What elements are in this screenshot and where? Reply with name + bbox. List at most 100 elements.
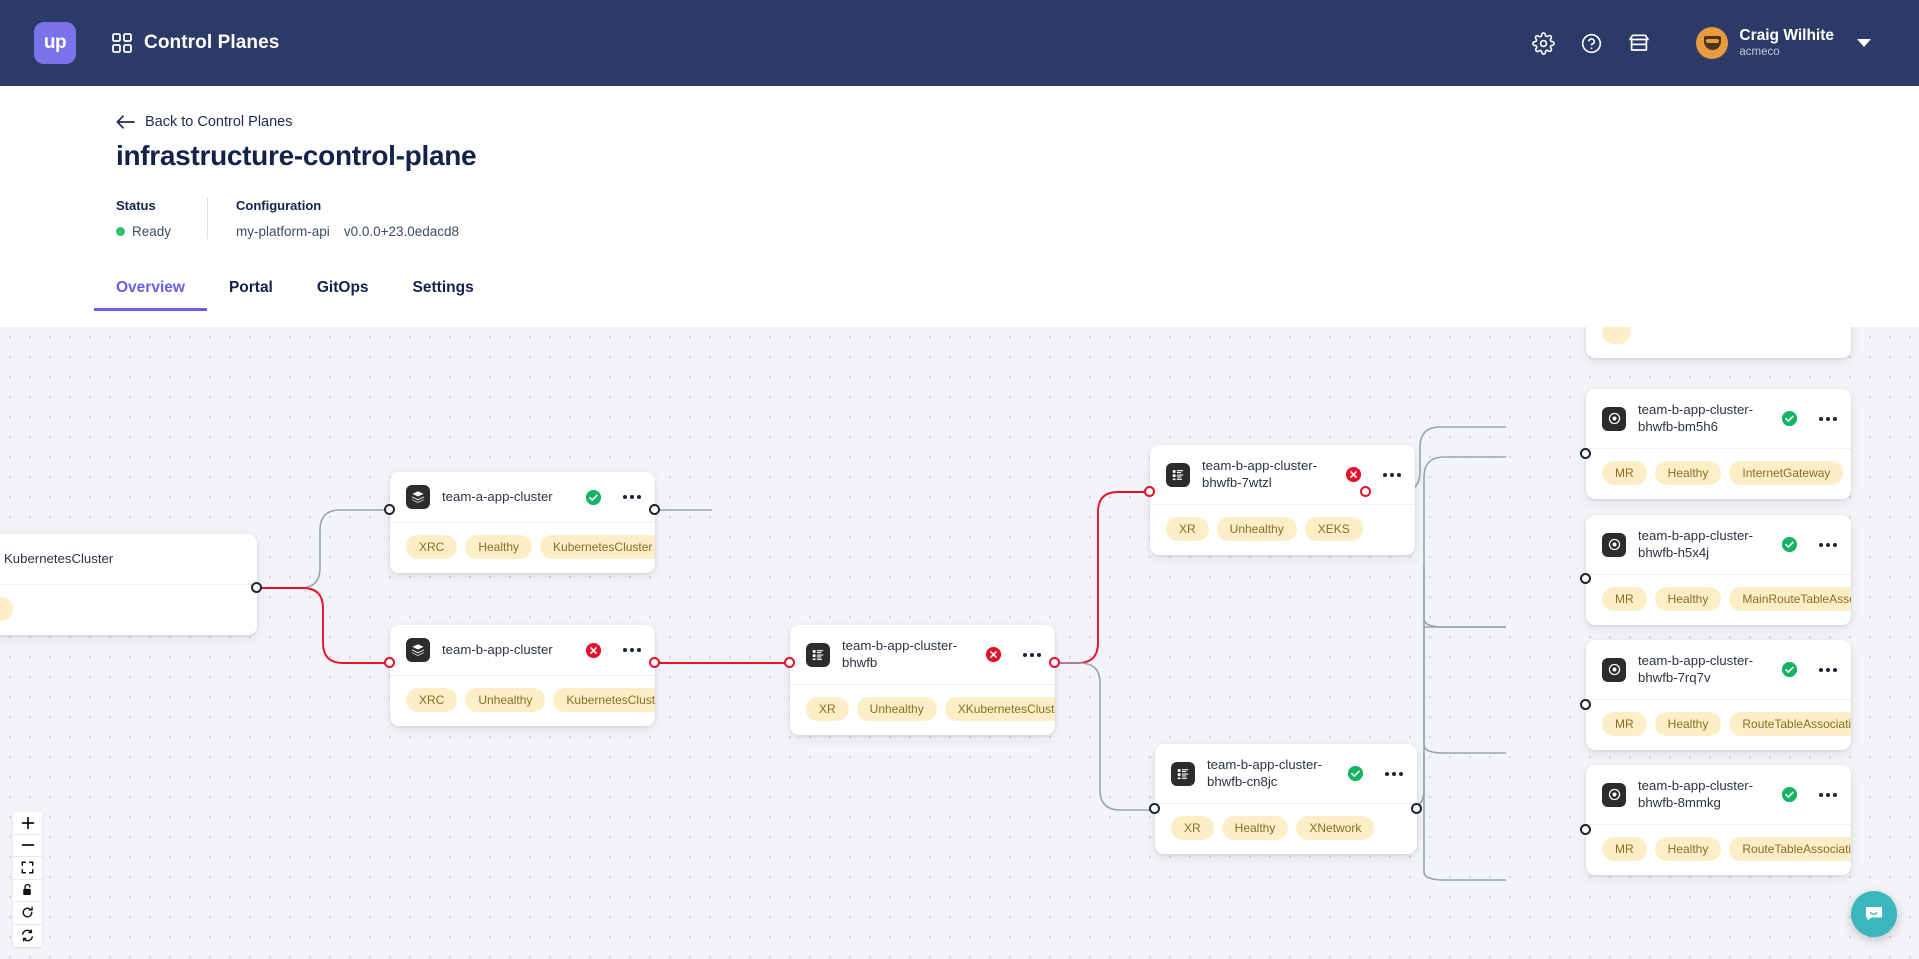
port-team-a-in[interactable] [384, 504, 395, 515]
port-team-a-out[interactable] [649, 504, 660, 515]
node-chip: MR [1602, 587, 1647, 611]
chat-bubble-icon[interactable] [1851, 891, 1897, 937]
node-kubernetescluster[interactable]: KubernetesCluster API [0, 534, 257, 635]
edge-cn8jc-to-7rq7v [1423, 627, 1506, 754]
node-title: team-b-app-cluster-bhwfb-8mmkg [1638, 778, 1754, 810]
node-title: team-b-app-cluster-bhwfb-h5x4j [1638, 528, 1754, 560]
tab-gitops[interactable]: GitOps [316, 279, 369, 296]
node-chip: XNetwork [1296, 816, 1375, 840]
node-team-b-app-cluster-bhwfb-h5x4j[interactable]: team-b-app-cluster-bhwfb-h5x4j MR Health… [1586, 515, 1851, 625]
managed-resource-icon [1602, 657, 1626, 682]
status-healthy-icon [1781, 661, 1798, 678]
port-bhwfb-out[interactable] [1049, 657, 1060, 668]
node-options-menu[interactable] [1384, 768, 1404, 780]
port-kubernetescluster-out[interactable] [251, 582, 262, 593]
port-7wtzl-in[interactable] [1144, 486, 1155, 497]
port-team-b-out[interactable] [649, 657, 660, 668]
node-title: team-b-app-cluster [442, 641, 553, 657]
node-team-b-app-cluster-bhwfb-7wtzl[interactable]: team-b-app-cluster-bhwfb-7wtzl XR Unheal… [1150, 445, 1415, 555]
port-cn8jc-in[interactable] [1149, 803, 1160, 814]
node-title: team-b-app-cluster-bhwfb-bm5h6 [1638, 402, 1754, 434]
port-8mmkg-in[interactable] [1580, 824, 1591, 835]
upbound-logo[interactable]: up [34, 22, 76, 64]
node-team-b-app-cluster-bhwfb[interactable]: team-b-app-cluster-bhwfb XR Unhealthy XK… [790, 625, 1055, 735]
user-name: Craig Wilhite [1739, 26, 1834, 44]
edge-cn8jc-to-8mmkg [1423, 753, 1506, 881]
node-options-menu[interactable] [1382, 469, 1402, 481]
node-chip: MainRouteTableAssociation [1729, 587, 1851, 611]
zoom-in-icon[interactable] [13, 812, 42, 835]
node-chip: XR [1166, 517, 1209, 541]
node-team-b-app-cluster-bhwfb-bm5h6[interactable]: team-b-app-cluster-bhwfb-bm5h6 MR Health… [1586, 389, 1851, 499]
node-options-menu[interactable] [622, 644, 642, 656]
nav-title: Control Planes [144, 32, 280, 53]
node-options-menu[interactable] [1818, 664, 1838, 676]
user-menu[interactable]: Craig Wilhite acmeco [1696, 27, 1871, 59]
zoom-out-icon[interactable] [13, 835, 42, 857]
node-options-menu[interactable] [1818, 539, 1838, 551]
arrow-left-icon [116, 114, 135, 130]
node-team-b-app-cluster-bhwfb-8mmkg[interactable]: team-b-app-cluster-bhwfb-8mmkg MR Health… [1586, 765, 1851, 875]
port-bhwfb-in[interactable] [784, 657, 795, 668]
status-label: Status [116, 198, 156, 213]
node-chip: InternetGateway [1729, 461, 1844, 485]
refresh-icon[interactable] [13, 925, 42, 948]
node-chip: XR [1171, 816, 1214, 840]
configuration-name: my-platform-api [236, 224, 330, 239]
node-options-menu[interactable] [1818, 789, 1838, 801]
node-title: KubernetesCluster [4, 550, 114, 566]
status-value: Ready [132, 224, 172, 239]
node-chip: XRC [406, 688, 458, 712]
node-options-menu[interactable] [622, 491, 642, 503]
node-chip: XR [806, 697, 849, 721]
back-to-control-planes-link[interactable]: Back to Control Planes [116, 114, 293, 130]
node-chip: Healthy [1654, 712, 1722, 736]
help-icon[interactable] [1578, 30, 1604, 56]
top-navigation-bar: up Control Planes [0, 0, 1919, 86]
node-chip: API [0, 597, 14, 621]
status-dot-icon [116, 227, 125, 236]
edge-k8s-to-team-b [257, 587, 388, 664]
resource-icon [1171, 761, 1195, 786]
managed-resource-icon [1602, 782, 1626, 807]
configuration-label: Configuration [236, 198, 322, 213]
node-right-column-clipped[interactable] [1586, 327, 1851, 358]
node-chip: MR [1602, 712, 1647, 736]
nav-control-planes[interactable]: Control Planes [112, 32, 279, 54]
tab-bar: Overview Portal GitOps Settings [94, 269, 1919, 311]
tab-portal[interactable]: Portal [228, 279, 273, 296]
node-chip: Healthy [1221, 816, 1289, 840]
node-options-menu[interactable] [1022, 649, 1042, 661]
node-team-b-app-cluster-bhwfb-cn8jc[interactable]: team-b-app-cluster-bhwfb-cn8jc XR Health… [1155, 744, 1417, 854]
page-title: infrastructure-control-plane [116, 140, 477, 171]
tab-settings[interactable]: Settings [412, 279, 474, 296]
fit-view-icon[interactable] [13, 857, 42, 880]
port-7wtzl-out[interactable] [1360, 486, 1371, 497]
node-title: team-a-app-cluster [442, 488, 553, 504]
settings-icon[interactable] [1530, 30, 1556, 56]
resource-graph-canvas[interactable]: KubernetesCluster API team-a-app-cluster [0, 327, 1919, 959]
node-chip: KubernetesCluster [553, 688, 655, 712]
grid-icon [112, 33, 132, 53]
status-unhealthy-icon [985, 646, 1002, 663]
port-7rq7v-in[interactable] [1580, 699, 1591, 710]
nav-actions: Craig Wilhite acmeco [1530, 27, 1895, 59]
port-h5x4j-in[interactable] [1580, 573, 1591, 584]
port-team-b-in[interactable] [384, 657, 395, 668]
port-cn8jc-out[interactable] [1411, 803, 1422, 814]
port-bm5h6-in[interactable] [1580, 448, 1591, 459]
chevron-down-icon[interactable] [1857, 39, 1871, 47]
status-healthy-icon [1781, 536, 1798, 553]
marketplace-icon[interactable] [1626, 30, 1652, 56]
configuration-block: Configuration my-platform-api v0.0.0+23.… [236, 198, 459, 239]
node-team-a-app-cluster[interactable]: team-a-app-cluster XRC Healthy Kubernete… [390, 472, 655, 573]
node-options-menu[interactable] [1818, 413, 1838, 425]
node-team-b-app-cluster-bhwfb-7rq7v[interactable]: team-b-app-cluster-bhwfb-7rq7v MR Health… [1586, 640, 1851, 750]
reset-icon[interactable] [13, 902, 42, 925]
tab-overview[interactable]: Overview [94, 269, 207, 311]
node-team-b-app-cluster[interactable]: team-b-app-cluster XRC Unhealthy Kuberne… [390, 625, 655, 726]
node-chip: MR [1602, 837, 1647, 861]
status-healthy-icon [585, 489, 602, 506]
lock-icon[interactable] [13, 880, 42, 902]
edge-trunk-branch-h5x4j [1423, 565, 1506, 628]
